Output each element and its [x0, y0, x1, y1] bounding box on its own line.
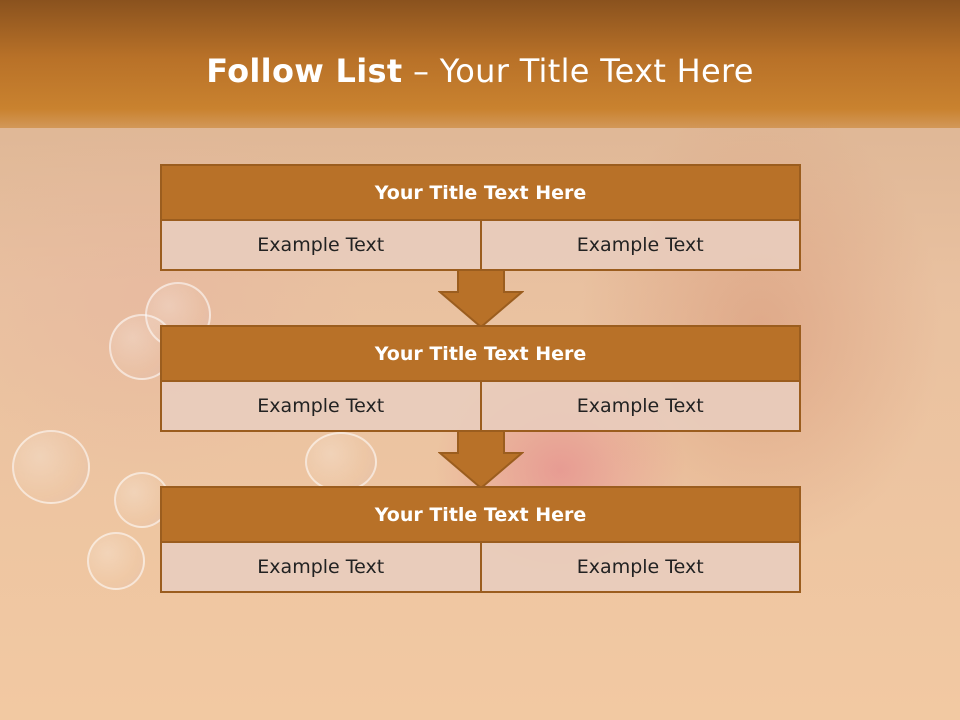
- block-title: Your Title Text Here: [160, 164, 801, 221]
- follow-block-1: Your Title Text Here Example Text Exampl…: [160, 164, 801, 271]
- block-cell: Example Text: [162, 543, 480, 591]
- slide-title-rest: – Your Title Text Here: [412, 52, 754, 90]
- bubble-decoration: [305, 432, 377, 492]
- block-cell: Example Text: [162, 221, 480, 269]
- header-band: [0, 0, 960, 128]
- follow-block-3: Your Title Text Here Example Text Exampl…: [160, 486, 801, 593]
- follow-block-2: Your Title Text Here Example Text Exampl…: [160, 325, 801, 432]
- down-arrow-icon: [438, 270, 524, 328]
- down-arrow-icon: [438, 431, 524, 489]
- block-cell: Example Text: [479, 382, 799, 430]
- block-row: Example Text Example Text: [160, 543, 801, 593]
- block-cell: Example Text: [479, 543, 799, 591]
- slide-title-bold: Follow List: [206, 52, 403, 90]
- block-cell: Example Text: [162, 382, 480, 430]
- bubble-decoration: [12, 430, 90, 504]
- block-cell: Example Text: [479, 221, 799, 269]
- block-row: Example Text Example Text: [160, 221, 801, 271]
- block-title: Your Title Text Here: [160, 325, 801, 382]
- block-row: Example Text Example Text: [160, 382, 801, 432]
- bubble-decoration: [87, 532, 145, 590]
- slide-title: Follow List – Your Title Text Here: [0, 52, 960, 90]
- block-title: Your Title Text Here: [160, 486, 801, 543]
